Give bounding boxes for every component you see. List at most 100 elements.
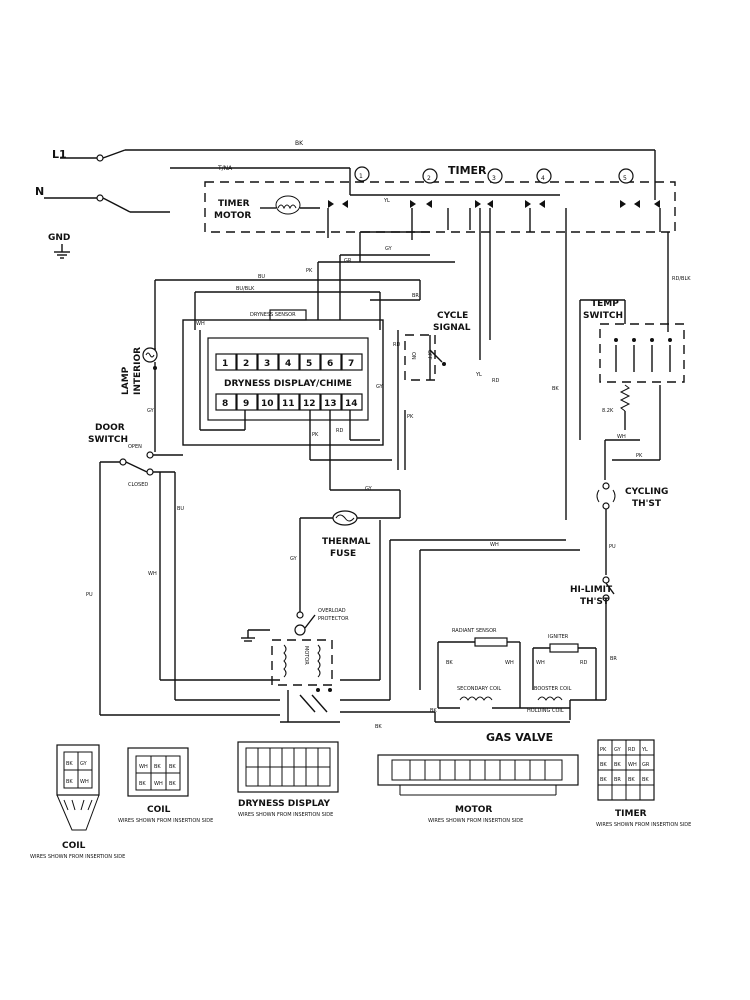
centrifugal-switch <box>287 688 332 722</box>
pin-8: 8 <box>222 399 228 409</box>
dryness-sensor-label: DRYNESS SENSOR <box>250 312 296 318</box>
motor-windings <box>283 644 321 678</box>
lamp-icon <box>142 347 158 363</box>
thermal-fuse-label-1: THERMAL <box>322 537 371 547</box>
door-switch-label-2: SWITCH <box>88 435 128 445</box>
coil-middle-cell-4: BK <box>139 781 146 787</box>
timer-cell-2: GY <box>614 747 622 753</box>
timer-motor-label-1: TIMER <box>218 199 250 209</box>
cycle-signal-on: ON <box>410 352 416 360</box>
timer-cell-3: RD <box>628 747 635 753</box>
wire-label-rd-gas: RD <box>580 660 587 666</box>
display-pins-top: 1 2 3 4 5 6 7 <box>215 353 363 371</box>
igniter <box>549 643 579 653</box>
coil-middle-title: COIL <box>147 805 171 815</box>
resistor-8-2k-label: 8.2K <box>602 408 614 414</box>
wire-label-br: BR <box>412 293 419 299</box>
temp-switch-label-1: TEMP <box>591 299 619 309</box>
dryness-display-harness <box>182 319 384 446</box>
wire-label-wh-left: WH <box>148 571 157 577</box>
resistor-8-2k <box>619 384 631 412</box>
pin-11: 11 <box>282 399 295 409</box>
door-switch <box>119 451 154 476</box>
ground-symbol <box>54 244 70 259</box>
timer-label: TIMER <box>448 164 487 177</box>
cycle-signal-label-1: CYCLE <box>437 311 468 321</box>
wire-label-yl-mid: YL <box>475 372 482 378</box>
wire-label-bk-gas2: BK <box>430 708 437 714</box>
wire-label-gy-top: GY <box>385 246 393 252</box>
dryness-display-connector <box>237 741 339 793</box>
coil-middle-cell-3: BK <box>169 764 176 770</box>
timer-cell-12: BK <box>642 777 649 783</box>
svg-text:2: 2 <box>427 175 431 182</box>
wire-label-wh-gas2: WH <box>536 660 545 666</box>
booster-coil-label: BOOSTER COIL <box>534 686 572 692</box>
igniter-label: IGNITER <box>548 634 569 640</box>
pin-10: 10 <box>261 399 274 409</box>
pin-9: 9 <box>243 399 249 409</box>
wire-label-gu: BU <box>177 506 184 512</box>
pin-2: 2 <box>243 359 249 369</box>
coil-left-subtitle: WIRES SHOWN FROM INSERTION SIDE <box>30 854 125 860</box>
cycle-signal-switch <box>429 335 446 380</box>
wire-label-pk-cycle: PK <box>407 414 414 420</box>
wire-label-yl-top: YL <box>383 198 390 204</box>
motor-title: MOTOR <box>455 805 492 815</box>
pin-4: 4 <box>285 359 291 369</box>
pin-12: 12 <box>303 399 316 409</box>
door-switch-open: OPEN <box>128 444 142 450</box>
timer-contact-3: 3 <box>487 168 503 184</box>
timer-outline <box>204 181 676 233</box>
wire-label-wh-temp: WH <box>617 434 626 440</box>
temp-switch-contacts <box>614 338 672 372</box>
radiant-sensor-label: RADIANT SENSOR <box>452 628 497 634</box>
pin-1: 1 <box>222 359 228 369</box>
timer-contact-5: 5 <box>618 168 634 184</box>
wire-label-br-right: BR <box>610 656 617 662</box>
timer-connector: PK GY RD YL BK BK WH GR BK BR BK BK <box>597 739 655 801</box>
timer-switch-contacts <box>328 200 660 208</box>
motor-outline <box>271 639 333 686</box>
wire-label-bu-blk: BU/BLK <box>236 286 255 292</box>
wire-label-bk-motor: BK <box>375 724 382 730</box>
wire-label-bk-top: BK <box>295 140 304 147</box>
wire-label-bk-right: BK <box>552 386 559 392</box>
svg-text:5: 5 <box>623 175 627 182</box>
pin-14: 14 <box>345 399 358 409</box>
timer-cell-11: BK <box>628 777 635 783</box>
pin-3: 3 <box>264 359 270 369</box>
lamp-interior-label-1: LAMP <box>121 366 131 395</box>
wire-label-gy-mid: GY <box>376 384 384 390</box>
hi-limit-label-2: TH'ST <box>580 597 610 607</box>
timer-cell-4: YL <box>641 747 648 753</box>
wire-label-pk-top: PK <box>306 268 313 274</box>
wire-label-bu: BU <box>258 274 265 280</box>
hi-limit-thermostat <box>602 576 615 602</box>
n-label: N <box>35 185 44 198</box>
secondary-coil-label: SECONDARY COIL <box>457 686 501 692</box>
thermal-fuse <box>332 510 358 526</box>
wire-label-rd-blk: RD/BLK <box>672 276 691 282</box>
pin-6: 6 <box>327 359 333 369</box>
coil-middle-cell-1: WH <box>139 764 148 770</box>
booster-coil <box>537 696 563 701</box>
timer-cell-1: PK <box>600 747 607 753</box>
wire-label-rd-mid: RD <box>336 428 343 434</box>
timer-contact-2: 2 <box>422 168 438 184</box>
cycle-signal-off: OFF <box>426 350 432 360</box>
pin-5: 5 <box>306 359 312 369</box>
timer-cell-8: GR <box>642 762 650 768</box>
svg-text:4: 4 <box>541 175 545 182</box>
wire-label-pu-left: PU <box>86 592 93 598</box>
coil-left-title: COIL <box>62 841 86 851</box>
coil-left-cell-2: GY <box>80 761 88 767</box>
temp-switch-label-2: SWITCH <box>583 311 623 321</box>
wire-label-gy-lamp: GY <box>147 408 155 414</box>
dryness-display-title: DRYNESS DISPLAY <box>238 799 331 809</box>
timer-contact-4: 4 <box>536 168 552 184</box>
wire-label-gy-fuse2: GY <box>290 556 298 562</box>
wire-label-wh-mid: WH <box>490 542 499 548</box>
timer-cell-6: BK <box>614 762 621 768</box>
coil-left-cell-3: BK <box>66 779 73 785</box>
